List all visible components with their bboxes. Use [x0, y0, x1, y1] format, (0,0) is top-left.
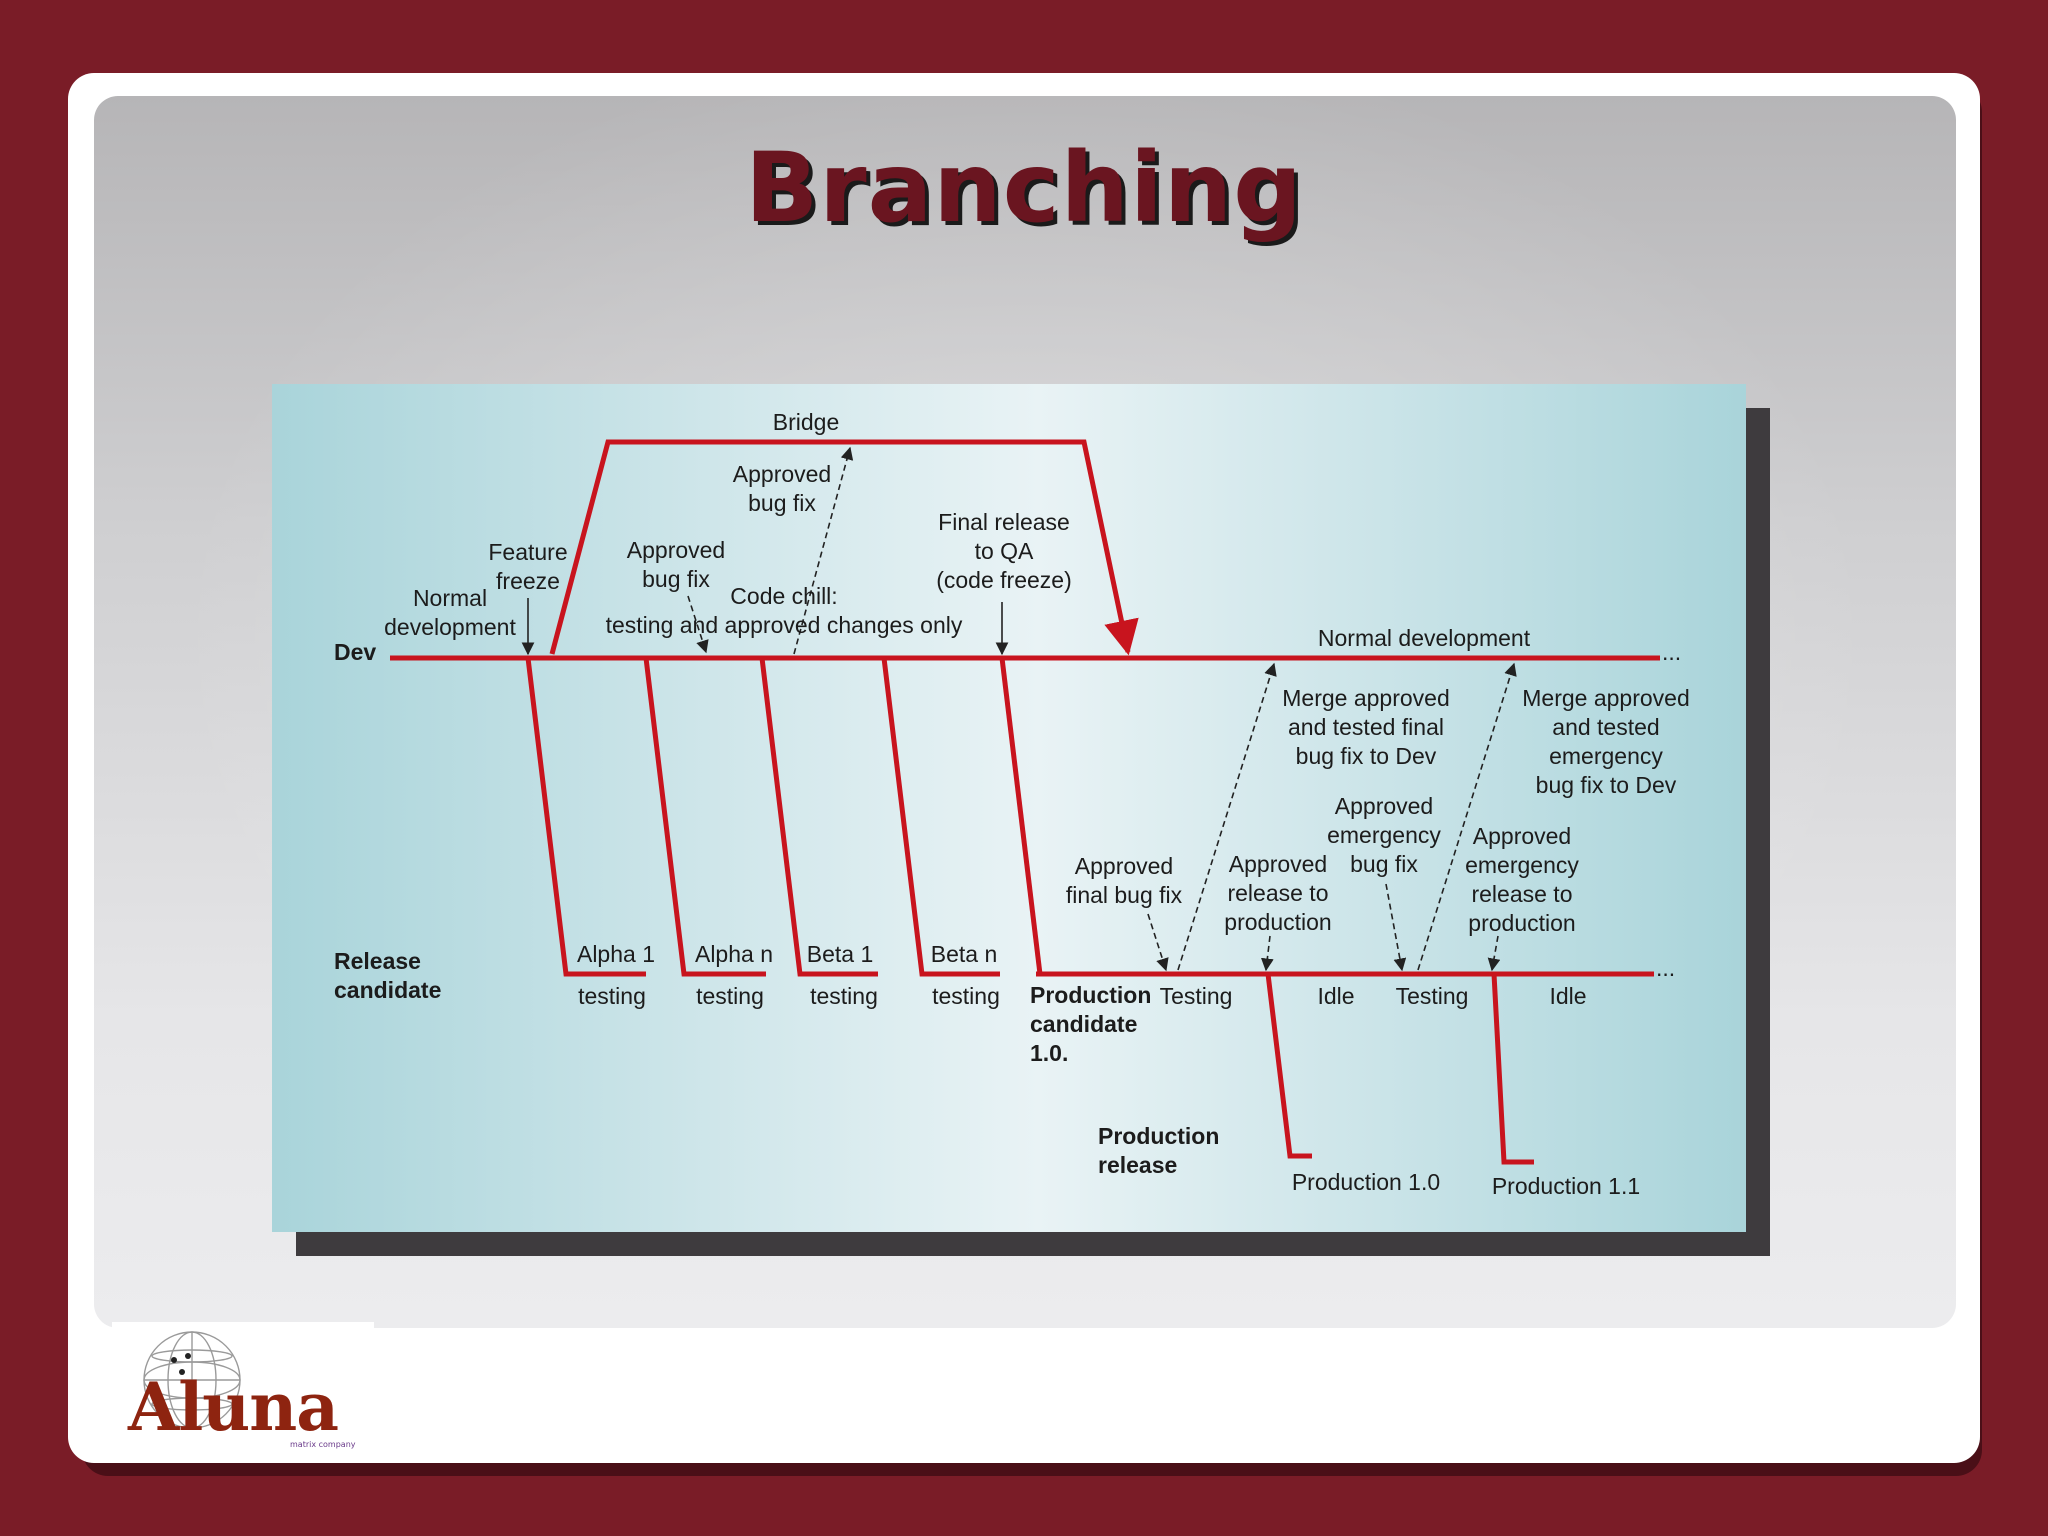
feature-freeze-label-1: Feature [488, 539, 567, 565]
merge-emergency-arrow [1417, 662, 1517, 971]
candidate-beta-n-name: Beta n [931, 941, 998, 967]
approved-emergency-fix-label-3: bug fix [1350, 851, 1418, 877]
branch-production-1-0 [1265, 973, 1312, 1159]
approved-final-fix-arrow [1147, 913, 1169, 972]
approved-release-label-1: Approved [1229, 851, 1327, 877]
production-release-label-2: release [1098, 1152, 1177, 1178]
branching-diagram-svg: ... ... Dev Release candidate Bridge App… [334, 409, 1690, 1199]
merge-emergency-label-4: bug fix to Dev [1536, 772, 1677, 798]
production-release-label-1: Production [1098, 1123, 1219, 1149]
logo-wordmark: Aluna [128, 1368, 339, 1446]
production-1-0-label: Production 1.0 [1292, 1169, 1440, 1195]
approved-emergency-release-label-1: Approved [1473, 823, 1571, 849]
approved-fix-label-2: bug fix [642, 566, 710, 592]
merge-final-label-3: bug fix to Dev [1296, 743, 1437, 769]
bridge-fix-label-1: Approved [733, 461, 831, 487]
approved-final-fix-label-1: Approved [1075, 853, 1173, 879]
merge-final-label-1: Merge approved [1282, 685, 1450, 711]
approved-emergency-release-label-4: production [1468, 910, 1575, 936]
company-logo: Aluna matrix company [112, 1322, 374, 1456]
approved-emergency-fix-label-2: emergency [1327, 822, 1441, 848]
branch-beta-n [881, 657, 1000, 977]
candidate-beta-n-sub: testing [932, 983, 1000, 1009]
lane-release-candidate-label-2: candidate [334, 977, 441, 1003]
branch-alpha-1 [525, 657, 646, 977]
bridge-fix-label-2: bug fix [748, 490, 816, 516]
state-idle-1: Idle [1317, 983, 1354, 1009]
merge-final-arrow [1177, 662, 1277, 971]
approved-emergency-fix-arrow [1385, 883, 1407, 972]
branch-production-1-1 [1491, 973, 1534, 1165]
code-chill-label-2: testing and approved changes only [606, 612, 963, 638]
merge-emergency-label-2: and tested [1552, 714, 1659, 740]
state-idle-2: Idle [1549, 983, 1586, 1009]
normal-dev-left-1: Normal [413, 585, 487, 611]
final-release-label-2: to QA [975, 538, 1034, 564]
normal-dev-right-label: Normal development [1318, 625, 1531, 651]
code-chill-label-1: Code chill: [730, 583, 837, 609]
state-testing-1: Testing [1160, 983, 1233, 1009]
approved-emergency-release-label-3: release to [1471, 881, 1572, 907]
candidate-alpha-n-sub: testing [696, 983, 764, 1009]
approved-release-arrow [1260, 935, 1274, 972]
dev-ellipsis: ... [1662, 639, 1681, 665]
final-release-label-1: Final release [938, 509, 1070, 535]
approved-emergency-release-arrow [1487, 935, 1501, 972]
feature-freeze-label-2: freeze [496, 568, 560, 594]
state-testing-2: Testing [1396, 983, 1469, 1009]
slide-title: Branching [745, 132, 1303, 244]
final-release-label-3: (code freeze) [936, 567, 1072, 593]
approved-fix-label-1: Approved [627, 537, 725, 563]
candidate-beta-1-name: Beta 1 [807, 941, 874, 967]
normal-dev-left-2: development [384, 614, 516, 640]
production-candidate-label-3: 1.0. [1030, 1040, 1068, 1066]
globe-icon [143, 1331, 241, 1429]
production-candidate-label-2: candidate [1030, 1011, 1137, 1037]
bridge-label: Bridge [773, 409, 839, 435]
bridge-branch [549, 439, 1139, 656]
bridge-fix-arrow [793, 446, 854, 655]
approved-emergency-release-label-2: emergency [1465, 852, 1579, 878]
approved-final-fix-label-2: final bug fix [1066, 882, 1183, 908]
branching-diagram: ... ... Dev Release candidate Bridge App… [272, 384, 1746, 1232]
candidate-alpha-n-name: Alpha n [695, 941, 773, 967]
logo-tagline: matrix company [290, 1440, 356, 1449]
production-candidate-label-1: Production [1030, 982, 1151, 1008]
approved-release-label-2: release to [1227, 880, 1328, 906]
merge-emergency-label-1: Merge approved [1522, 685, 1690, 711]
candidate-alpha-1-name: Alpha 1 [577, 941, 655, 967]
branch-production-candidate [999, 657, 1043, 975]
approved-release-label-3: production [1224, 909, 1331, 935]
approved-emergency-fix-label-1: Approved [1335, 793, 1433, 819]
production-1-1-label: Production 1.1 [1492, 1173, 1640, 1199]
merge-final-label-2: and tested final [1288, 714, 1444, 740]
merge-emergency-label-3: emergency [1549, 743, 1663, 769]
lane-dev-label: Dev [334, 639, 376, 665]
lane-release-candidate-label-1: Release [334, 948, 421, 974]
release-ellipsis: ... [1656, 955, 1675, 981]
candidate-beta-1-sub: testing [810, 983, 878, 1009]
branch-alpha-n [643, 657, 766, 977]
candidate-alpha-1-sub: testing [578, 983, 646, 1009]
branch-beta-1 [759, 657, 878, 977]
